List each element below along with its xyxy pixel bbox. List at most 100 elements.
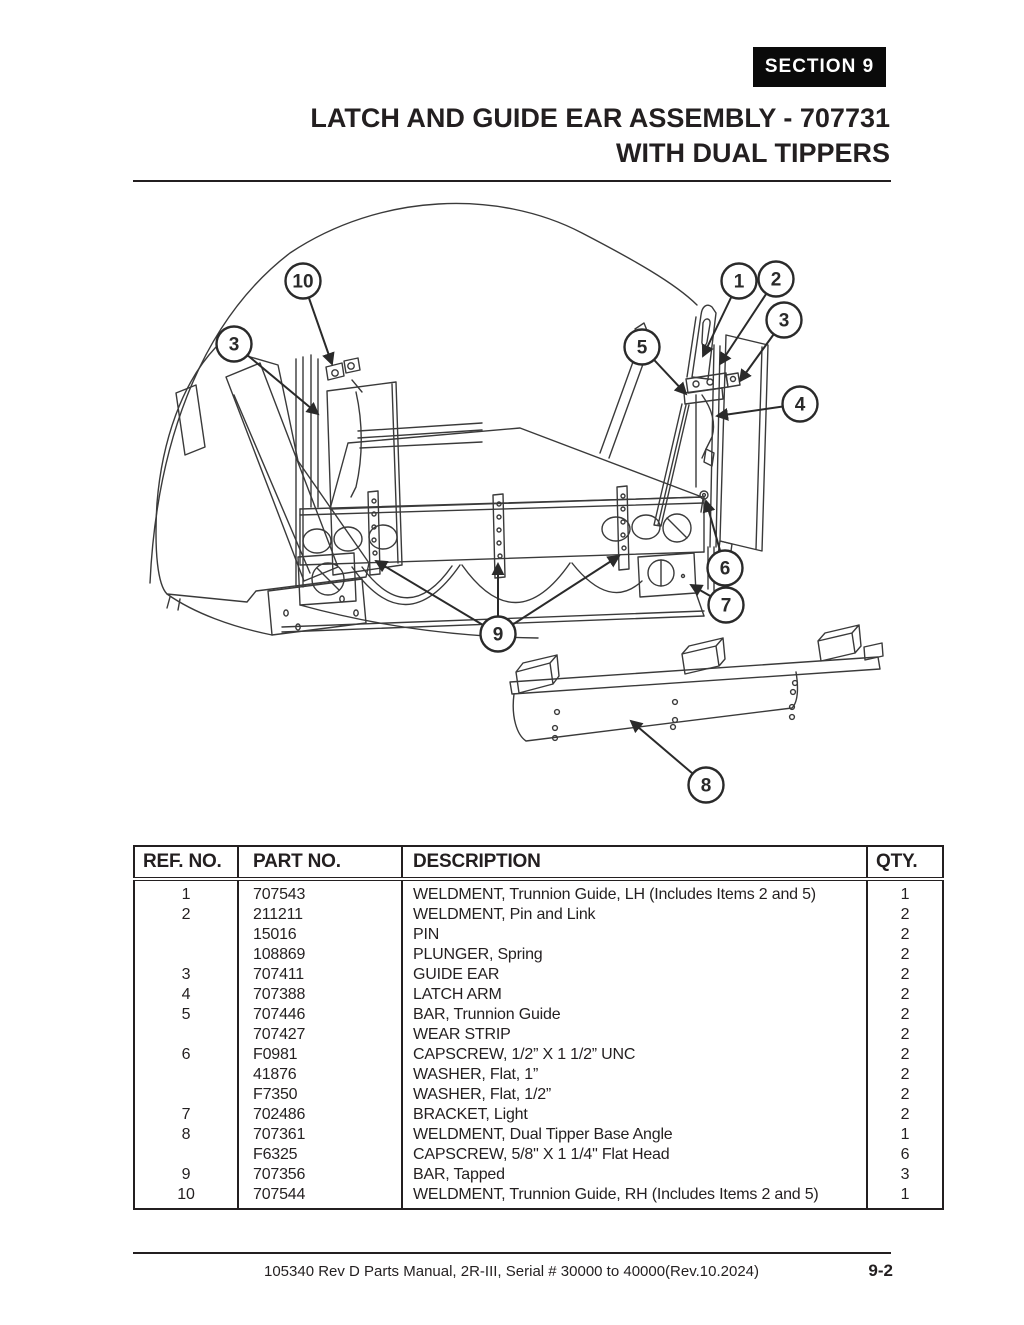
- qty-cell: 3: [866, 1165, 944, 1185]
- callout-label: 7: [721, 596, 732, 617]
- ref-no-cell: [133, 1025, 239, 1045]
- qty-cell: 6: [866, 1145, 944, 1165]
- description-cell: WELDMENT, Pin and Link: [401, 905, 868, 925]
- qty-cell: 2: [866, 925, 944, 945]
- qty-cell: 2: [866, 985, 944, 1005]
- ref-no-cell: 4: [133, 985, 239, 1005]
- callout-circle-3: [215, 325, 253, 363]
- callout-circle-7: [707, 586, 745, 624]
- ref-no-cell: 5: [133, 1005, 239, 1025]
- part-no-cell: 707388: [237, 985, 403, 1005]
- footer-divider: [133, 1252, 891, 1254]
- qty-cell: 2: [866, 1065, 944, 1085]
- description-cell: LATCH ARM: [401, 985, 868, 1005]
- part-no-cell: F6325: [237, 1145, 403, 1165]
- part-no-cell: 211211: [237, 905, 403, 925]
- ref-no-cell: 7: [133, 1105, 239, 1125]
- part-no-cell: 15016: [237, 925, 403, 945]
- part-no-cell: 707427: [237, 1025, 403, 1045]
- part-no-cell: 108869: [237, 945, 403, 965]
- callout-label: 9: [493, 625, 504, 646]
- ref-no-cell: 10: [133, 1185, 239, 1210]
- description-cell: BAR, Tapped: [401, 1165, 868, 1185]
- description-cell: WELDMENT, Dual Tipper Base Angle: [401, 1125, 868, 1145]
- ref-no-cell: [133, 925, 239, 945]
- description-cell: BAR, Trunnion Guide: [401, 1005, 868, 1025]
- ref-no-cell: 9: [133, 1165, 239, 1185]
- callout-circle-6: [706, 549, 744, 587]
- ref-no-cell: [133, 945, 239, 965]
- qty-cell: 2: [866, 945, 944, 965]
- ref-no-cell: 8: [133, 1125, 239, 1145]
- qty-cell: 1: [866, 1125, 944, 1145]
- callout-label: 4: [795, 395, 806, 416]
- callout-label: 2: [771, 270, 782, 291]
- col-header-part-no: PART NO.: [237, 845, 403, 881]
- qty-cell: 2: [866, 1105, 944, 1125]
- col-header-description: DESCRIPTION: [401, 845, 868, 881]
- tub-front-panel: [155, 346, 370, 636]
- callout-label: 8: [701, 776, 712, 797]
- part-no-cell: 41876: [237, 1065, 403, 1085]
- description-cell: WELDMENT, Trunnion Guide, LH (Includes I…: [401, 879, 868, 905]
- callout-label: 5: [637, 338, 648, 359]
- part-no-cell: 707361: [237, 1125, 403, 1145]
- callout-circle-4: [781, 385, 819, 423]
- callout-label: 1: [734, 272, 745, 293]
- description-cell: WASHER, Flat, 1/2”: [401, 1085, 868, 1105]
- ref-no-cell: 3: [133, 965, 239, 985]
- tub-floor-plate: [329, 427, 703, 510]
- callout-circle-8: [687, 766, 725, 804]
- qty-cell: 2: [866, 1025, 944, 1045]
- qty-cell: 2: [866, 1005, 944, 1025]
- page-title-line2: WITH DUAL TIPPERS: [615, 138, 890, 168]
- description-cell: PIN: [401, 925, 868, 945]
- callout-leader-arrow: [374, 559, 499, 635]
- col-header-ref-no: REF. NO.: [133, 845, 239, 881]
- base-angle-weldment: [509, 624, 884, 742]
- description-cell: CAPSCREW, 1/2” X 1 1/2” UNC: [401, 1045, 868, 1065]
- part-no-cell: 707543: [237, 879, 403, 905]
- callout-leader-arrow: [497, 554, 621, 635]
- section-badge: SECTION 9: [753, 47, 886, 87]
- page-title-line1: LATCH AND GUIDE EAR ASSEMBLY - 707731: [310, 103, 890, 133]
- qty-cell: 1: [866, 879, 944, 905]
- callout-label: 3: [779, 311, 790, 332]
- part-no-cell: 707446: [237, 1005, 403, 1025]
- description-cell: PLUNGER, Spring: [401, 945, 868, 965]
- callout-label: 10: [292, 272, 313, 293]
- part-no-cell: F7350: [237, 1085, 403, 1105]
- part-no-cell: 707411: [237, 965, 403, 985]
- ref-no-cell: [133, 1145, 239, 1165]
- qty-cell: 2: [866, 1045, 944, 1065]
- description-cell: WELDMENT, Trunnion Guide, RH (Includes I…: [401, 1185, 868, 1210]
- description-cell: GUIDE EAR: [401, 965, 868, 985]
- callout-label: 3: [229, 335, 240, 356]
- callout-circle-1: [720, 262, 758, 300]
- qty-cell: 2: [866, 1085, 944, 1105]
- ref-no-cell: 2: [133, 905, 239, 925]
- tapped-bars: [367, 485, 630, 579]
- qty-cell: 2: [866, 965, 944, 985]
- title-divider: [133, 180, 891, 182]
- tub-outline: [149, 202, 698, 611]
- page-title: LATCH AND GUIDE EAR ASSEMBLY - 707731 WI…: [133, 101, 890, 171]
- callout-circle-5: [623, 328, 661, 366]
